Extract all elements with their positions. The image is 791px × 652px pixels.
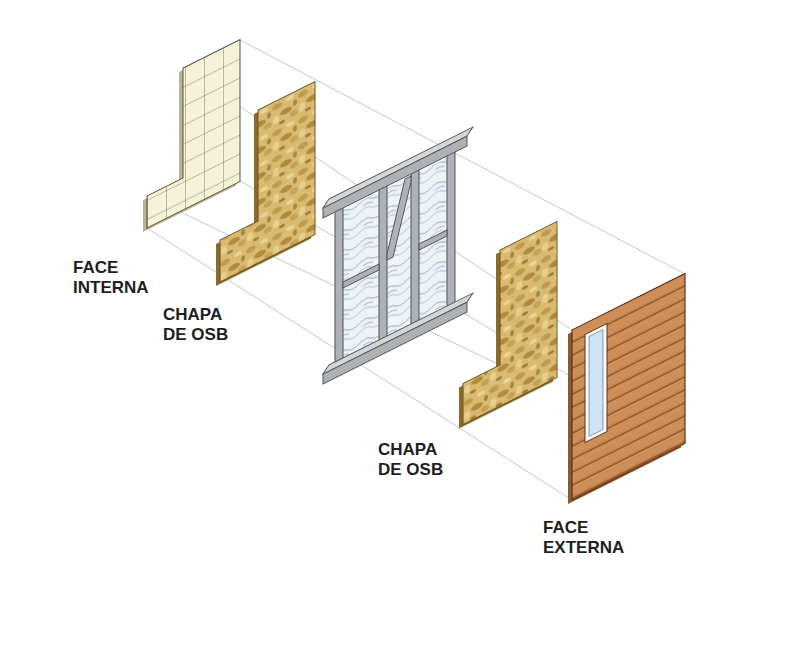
part-label: CHAPA DE OSB	[378, 440, 450, 479]
part-label: FACE INTERNA	[73, 258, 155, 297]
osb-sheet	[216, 82, 315, 287]
part-label: FACE EXTERNA	[543, 518, 631, 557]
projection-lines	[147, 40, 685, 500]
part-label: CHAPA DE OSB	[163, 305, 235, 344]
steel-frame	[323, 127, 473, 384]
exterior-siding-panel	[568, 274, 685, 505]
interior-tile-panel	[143, 40, 240, 233]
osb-sheet	[459, 222, 557, 429]
